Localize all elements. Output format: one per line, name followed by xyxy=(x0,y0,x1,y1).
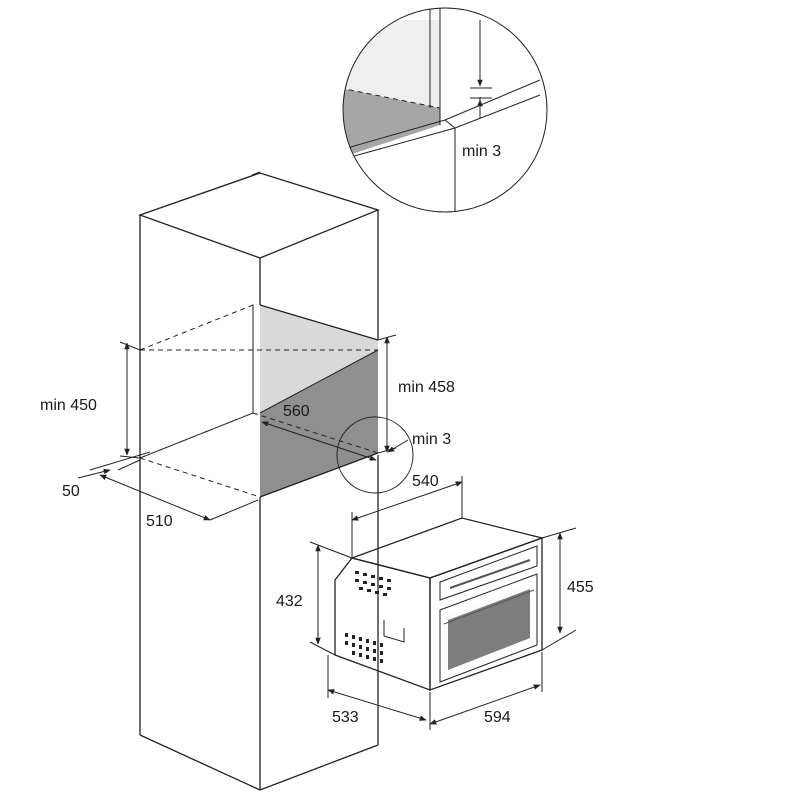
niche-width-arrow xyxy=(261,421,377,461)
oven-body-height-label: 432 xyxy=(276,593,303,610)
oven-body-depth-label: 540 xyxy=(412,473,439,490)
oven-front-width-arrow xyxy=(429,684,541,725)
back-gap-label: 50 xyxy=(62,483,80,500)
niche-dimensions: min 450 min 458 560 min 3 50 510 xyxy=(40,334,455,530)
oven-total-depth-arrow xyxy=(327,689,427,721)
cabinet-tower xyxy=(138,171,380,791)
oven-handle xyxy=(443,584,535,622)
niche-dashed-outline xyxy=(139,304,254,459)
niche-depth-label: 510 xyxy=(146,513,173,530)
oven-bottom-vents xyxy=(345,633,383,663)
niche-depth-arrow xyxy=(99,474,211,521)
detail-cavity-shade xyxy=(343,88,440,158)
niche-width-label: 560 xyxy=(283,403,310,420)
niche-front-height-label: min 458 xyxy=(398,379,455,396)
oven-door-window xyxy=(439,573,538,683)
oven-appliance xyxy=(334,517,545,691)
oven-dimensions: 540 432 455 533 594 xyxy=(276,473,594,730)
oven-front-width-label: 594 xyxy=(484,709,511,726)
niche-gap-label: min 3 xyxy=(412,431,451,448)
oven-rear-bracket xyxy=(383,620,405,643)
detail-magnifier: min 3 xyxy=(342,7,548,213)
detail-gap-label: min 3 xyxy=(462,143,501,160)
oven-front-height-label: 455 xyxy=(567,579,594,596)
oven-side-vents xyxy=(355,571,391,596)
oven-total-depth-label: 533 xyxy=(332,709,359,726)
oven-body-depth-arrow xyxy=(351,481,463,521)
niche-height-label: min 450 xyxy=(40,397,97,414)
